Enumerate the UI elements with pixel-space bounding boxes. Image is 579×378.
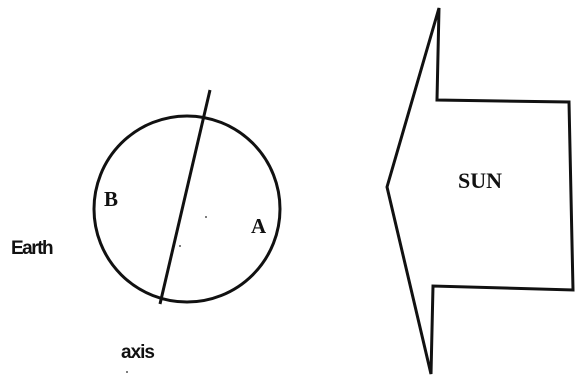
earth-axis-line xyxy=(160,90,210,304)
sun-label: SUN xyxy=(458,168,502,193)
point-a-label: A xyxy=(251,214,267,238)
point-b-label: B xyxy=(104,187,118,211)
speck-mark xyxy=(126,371,128,373)
earth-label: Earth xyxy=(11,238,53,259)
speck-mark xyxy=(179,245,181,247)
earth-circle xyxy=(94,116,280,302)
axis-label: axis xyxy=(121,342,154,363)
speck-mark xyxy=(205,216,207,218)
